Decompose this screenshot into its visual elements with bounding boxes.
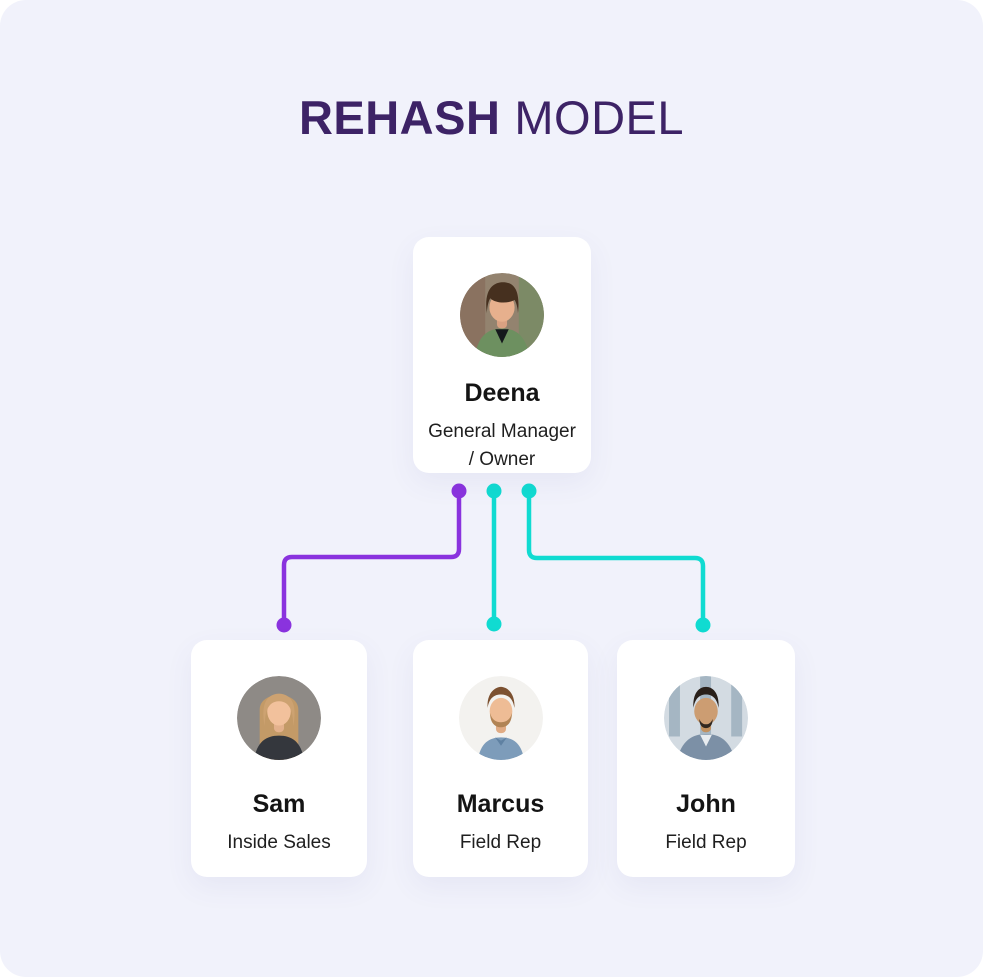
connector-dot bbox=[486, 483, 502, 499]
connector-dot bbox=[695, 617, 711, 633]
connector-dot bbox=[521, 483, 537, 499]
person-card-deena: Deena General Manager / Owner bbox=[413, 237, 591, 473]
connector-dot bbox=[276, 617, 292, 633]
person-role: Field Rep bbox=[459, 832, 542, 853]
person-name: Marcus bbox=[456, 790, 545, 818]
role-line-2: / Owner bbox=[468, 448, 536, 470]
title-secondary: MODEL bbox=[514, 91, 685, 144]
person-role: Field Rep bbox=[665, 832, 747, 853]
connector-deena-john bbox=[526, 488, 706, 628]
person-card-john: John Field Rep bbox=[617, 640, 795, 877]
title-primary: REHASH bbox=[298, 91, 501, 144]
avatar-photo-marcus bbox=[458, 676, 543, 760]
person-role: Inside Sales bbox=[227, 832, 331, 853]
connector-deena-sam bbox=[281, 488, 462, 628]
person-card-marcus: Marcus Field Rep bbox=[413, 640, 588, 877]
person-name: Sam bbox=[252, 790, 306, 818]
avatar-photo-deena bbox=[460, 273, 544, 357]
connector-dot bbox=[451, 483, 467, 499]
connector-dot bbox=[486, 616, 502, 632]
avatar-photo-john bbox=[664, 676, 748, 760]
role-line-1: General Manager bbox=[428, 421, 576, 442]
person-role: General Manager / Owner bbox=[428, 418, 576, 473]
avatar-photo-sam bbox=[237, 676, 321, 760]
person-card-sam: Sam Inside Sales bbox=[191, 640, 367, 877]
person-name: Deena bbox=[464, 379, 540, 407]
person-name: John bbox=[676, 790, 736, 818]
